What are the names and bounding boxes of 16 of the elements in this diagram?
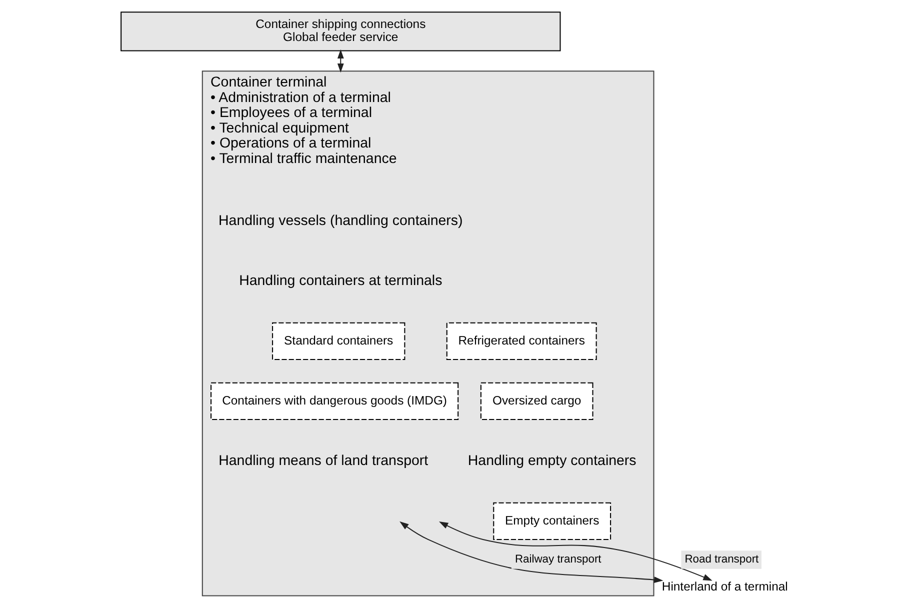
edge-label: Road transport: [684, 554, 758, 566]
arrow: [438, 522, 712, 581]
node-box: Standard containers: [272, 322, 405, 360]
node-box: Empty containers: [492, 502, 611, 540]
arrow: [399, 521, 663, 583]
node-box: Container shipping connections Global feeder service: [120, 12, 560, 52]
arrow: [336, 49, 344, 73]
label: Handling vessels (handling containers): [218, 213, 462, 230]
node-text: Hinterland of a terminal: [661, 579, 788, 594]
label: Handling means of land transport: [218, 452, 428, 469]
node-box: Containers with dangerous goods (IMDG): [210, 382, 458, 420]
label: Handling empty containers: [467, 452, 636, 469]
node-box: Oversized cargo: [480, 382, 593, 420]
edge-label: Railway transport: [514, 554, 601, 566]
node-box: Refrigerated containers: [446, 322, 596, 360]
label: Handling containers at terminals: [238, 273, 442, 290]
